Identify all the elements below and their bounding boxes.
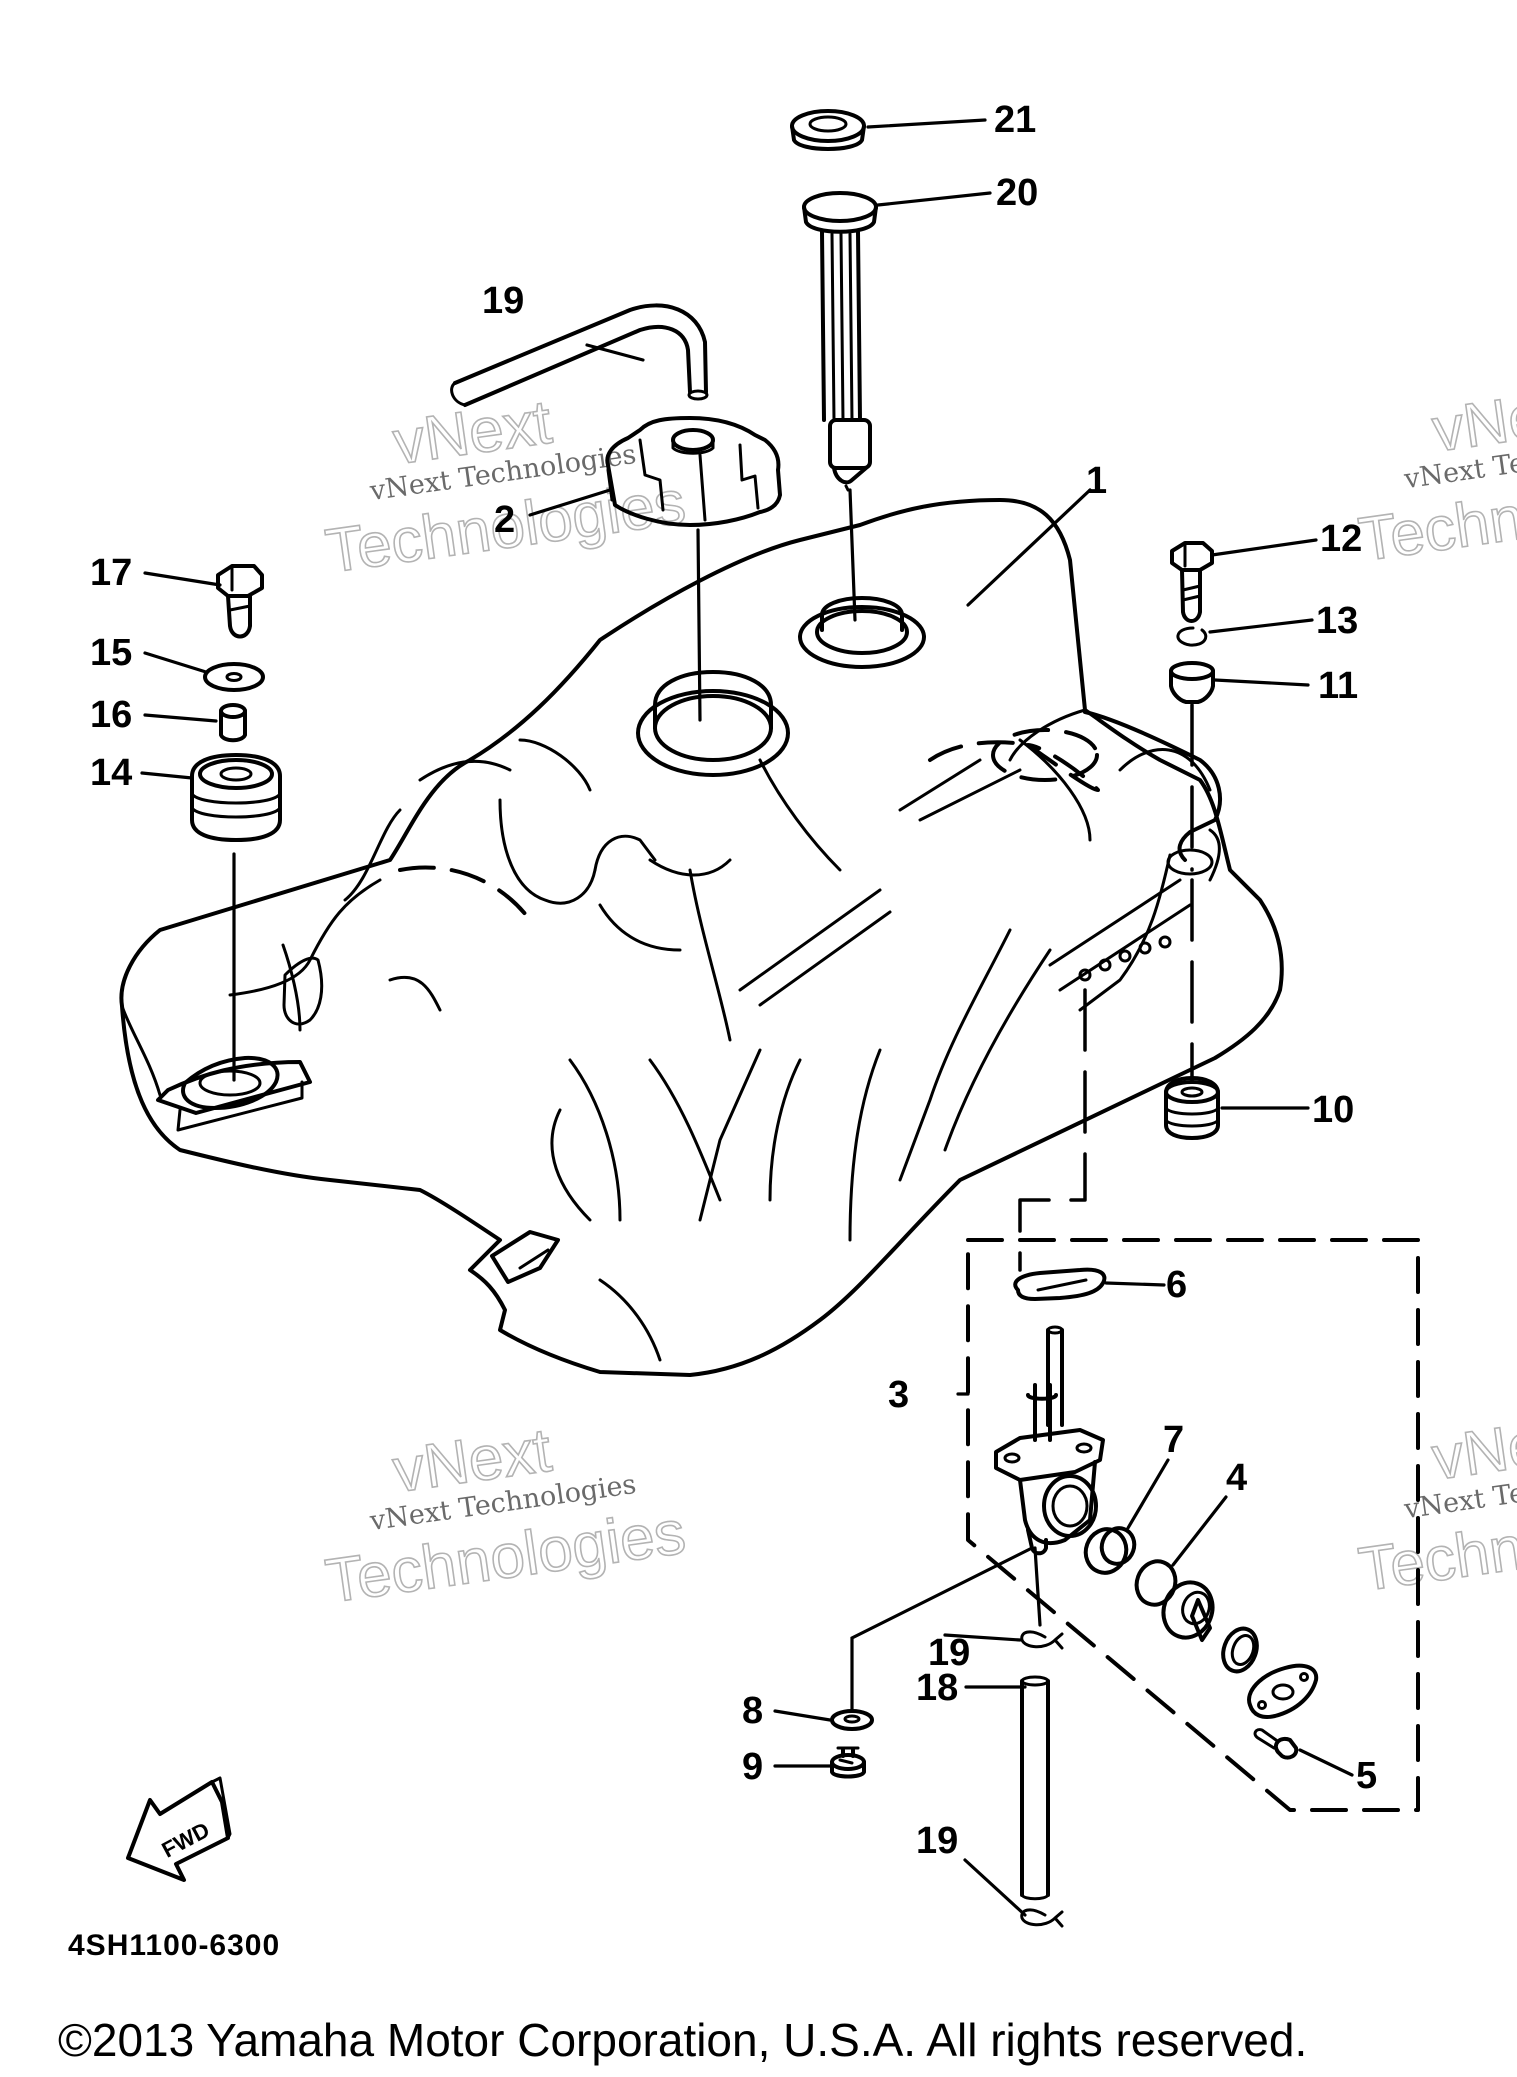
- fuel-hose-18: [1020, 1675, 1050, 1901]
- callout-1: 1: [1086, 460, 1107, 502]
- fuel-cock-assembly: [966, 1238, 1420, 1812]
- callout-labels: 21 20 19 2 1 17 15 16 14 12 13 11 10 6 3…: [90, 99, 1377, 1862]
- gauge-cover: [790, 109, 866, 151]
- leader-lines: [140, 118, 1354, 1917]
- callout-12: 12: [1320, 518, 1362, 560]
- assembly-lines: [232, 488, 1194, 1712]
- callout-8: 8: [742, 1690, 763, 1732]
- collar-11: [1169, 661, 1215, 704]
- callout-4: 4: [1226, 1457, 1247, 1499]
- screw-9: [830, 1746, 866, 1779]
- callout-20: 19: [482, 280, 524, 322]
- callout-7: 7: [1163, 1419, 1184, 1461]
- callout-13: 13: [1316, 600, 1358, 642]
- part-number-code: 4SH1100-6300: [68, 1929, 280, 1962]
- hose-clip-19-lower: [1020, 1908, 1064, 1928]
- callout-3: 3: [888, 1374, 909, 1416]
- copyright-notice: ©2013 Yamaha Motor Corporation, U.S.A. A…: [58, 2014, 1307, 2066]
- callout-6: 6: [1166, 1264, 1187, 1306]
- watermark-right-bottom: vNext vNext Technologies Technologies: [1354, 1402, 1517, 1605]
- collar-16: [219, 703, 247, 743]
- grommet-14: [190, 753, 282, 842]
- callout-18: 18: [916, 1667, 958, 1709]
- fuel-tank: [119, 498, 1284, 1377]
- watermark-left-top: vNext vNext Technologies Technologies: [321, 387, 691, 587]
- callout-2: 2: [494, 499, 515, 541]
- callout-19-lower: 19: [916, 1820, 958, 1862]
- callout-16: 16: [90, 694, 132, 736]
- callout-10: 10: [1312, 1089, 1354, 1131]
- fuel-gauge-sender: [802, 191, 878, 492]
- callout-19-upper: 19: [928, 1632, 970, 1674]
- callout-5: 5: [1356, 1755, 1377, 1797]
- grommet-10: [1164, 1076, 1220, 1140]
- forward-arrow-icon: FWD: [126, 1776, 232, 1882]
- fwd-label: FWD: [158, 1817, 214, 1863]
- callout-17: 17: [90, 552, 132, 594]
- callout-22: 21: [994, 99, 1036, 141]
- callout-9: 9: [742, 1746, 763, 1788]
- washer-13: [1176, 626, 1208, 647]
- breather-hose: [450, 303, 709, 407]
- callout-21: 20: [996, 172, 1038, 214]
- hose-clip-19-upper: [1020, 1630, 1064, 1650]
- bolt-17: [216, 564, 264, 639]
- watermark-right-top: vNext vNext Technologies Technologies: [1354, 374, 1517, 575]
- bolt-12: [1170, 541, 1214, 623]
- watermark-left-bottom: vNext vNext Technologies Technologies: [321, 1415, 691, 1617]
- callout-11: 11: [1318, 665, 1358, 707]
- washer-8: [830, 1709, 874, 1731]
- callout-15: 15: [90, 632, 132, 674]
- washer-15: [203, 662, 265, 692]
- fuel-cap: [605, 416, 782, 527]
- callout-14: 14: [90, 752, 132, 794]
